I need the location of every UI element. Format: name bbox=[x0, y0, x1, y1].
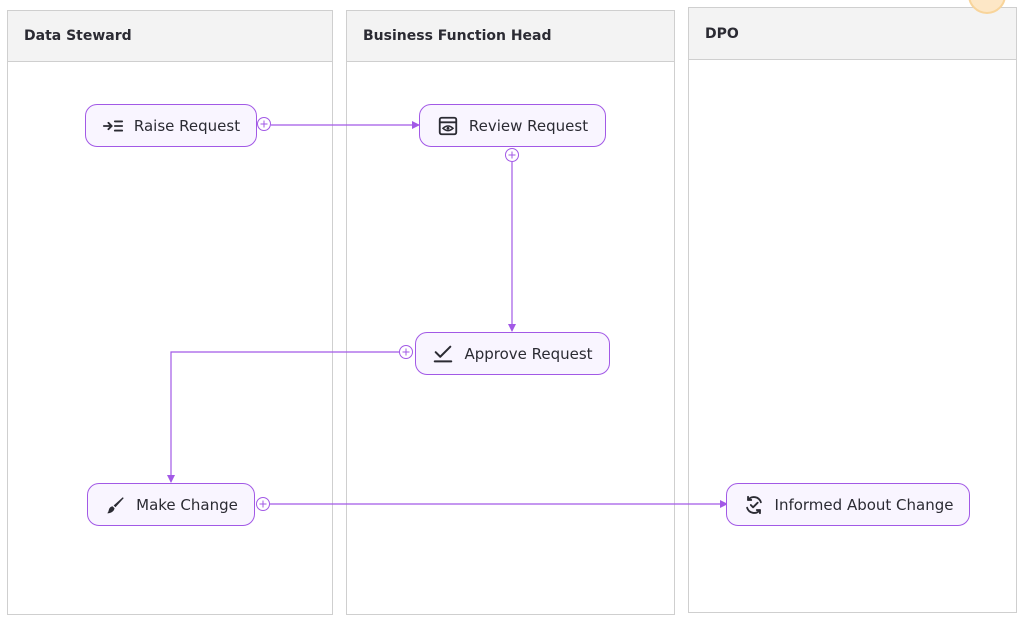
lane-title: Data Steward bbox=[8, 11, 332, 62]
node-label: Raise Request bbox=[133, 116, 241, 135]
check-underline-icon bbox=[432, 343, 454, 365]
node-make-change[interactable]: Make Change bbox=[87, 483, 255, 526]
eye-window-icon bbox=[437, 115, 459, 137]
add-connector-icon bbox=[257, 117, 271, 131]
node-label: Approve Request bbox=[464, 344, 593, 363]
paintbrush-icon bbox=[104, 494, 126, 516]
add-connector-icon bbox=[505, 148, 519, 162]
sync-check-icon bbox=[743, 494, 765, 516]
add-connector-icon bbox=[256, 497, 270, 511]
indent-list-icon bbox=[102, 115, 124, 137]
edge-approve-to-make bbox=[167, 351, 399, 483]
node-review-request[interactable]: Review Request bbox=[419, 104, 606, 147]
lane-business-function-head: Business Function Head bbox=[346, 10, 675, 615]
lane-title: DPO bbox=[689, 8, 1016, 60]
node-label: Informed About Change bbox=[774, 495, 954, 514]
lane-title: Business Function Head bbox=[347, 11, 674, 62]
node-label: Review Request bbox=[468, 116, 589, 135]
node-raise-request[interactable]: Raise Request bbox=[85, 104, 257, 147]
node-label: Make Change bbox=[136, 495, 238, 514]
node-informed-about-change[interactable]: Informed About Change bbox=[726, 483, 970, 526]
add-connector-icon bbox=[399, 345, 413, 359]
node-approve-request[interactable]: Approve Request bbox=[415, 332, 610, 375]
